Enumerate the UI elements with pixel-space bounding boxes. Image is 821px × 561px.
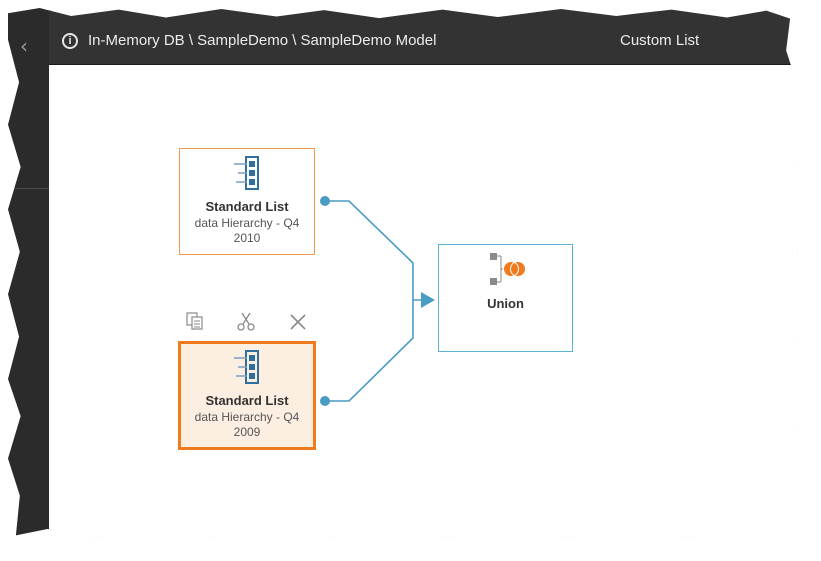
- node-subtitle: data Hierarchy - Q4 2010: [194, 216, 300, 245]
- sidebar-divider: [8, 188, 49, 189]
- hierarchy-list-icon: [234, 350, 259, 384]
- connector-line-bottom: [325, 300, 414, 402]
- connector-port-bottom: [320, 396, 330, 406]
- breadcrumb: In-Memory DB \ SampleDemo \ SampleDemo M…: [88, 32, 437, 49]
- hierarchy-list-icon: [234, 156, 259, 190]
- design-canvas[interactable]: Standard List data Hierarchy - Q4 2010: [49, 65, 798, 538]
- cut-icon[interactable]: [236, 311, 256, 331]
- header-bar: i In-Memory DB \ SampleDemo \ SampleDemo…: [49, 8, 798, 65]
- delete-icon[interactable]: [288, 312, 308, 332]
- back-chevron-icon[interactable]: ‹: [20, 34, 28, 58]
- copy-icon[interactable]: [185, 311, 205, 331]
- page-title: Custom List: [620, 32, 700, 49]
- connector-arrowhead: [421, 292, 435, 308]
- union-title: Union: [487, 296, 524, 311]
- connector-line-top: [325, 200, 433, 301]
- standard-list-node-2010[interactable]: Standard List data Hierarchy - Q4 2010: [179, 148, 315, 255]
- connector-lines: [320, 196, 435, 406]
- left-sidebar: ‹: [8, 8, 51, 538]
- app-window: ‹ i In-Memory DB \ SampleDemo \ SampleDe…: [8, 8, 798, 538]
- union-node[interactable]: Union: [438, 244, 573, 352]
- node-title: Standard List: [205, 199, 289, 214]
- connector-port-top: [320, 196, 330, 206]
- node-title: Standard List: [205, 393, 289, 408]
- union-icon: [489, 253, 526, 285]
- node-subtitle: data Hierarchy - Q4 2009: [194, 410, 300, 439]
- standard-list-node-2009[interactable]: Standard List data Hierarchy - Q4 2009: [178, 341, 316, 450]
- info-icon[interactable]: i: [62, 33, 78, 49]
